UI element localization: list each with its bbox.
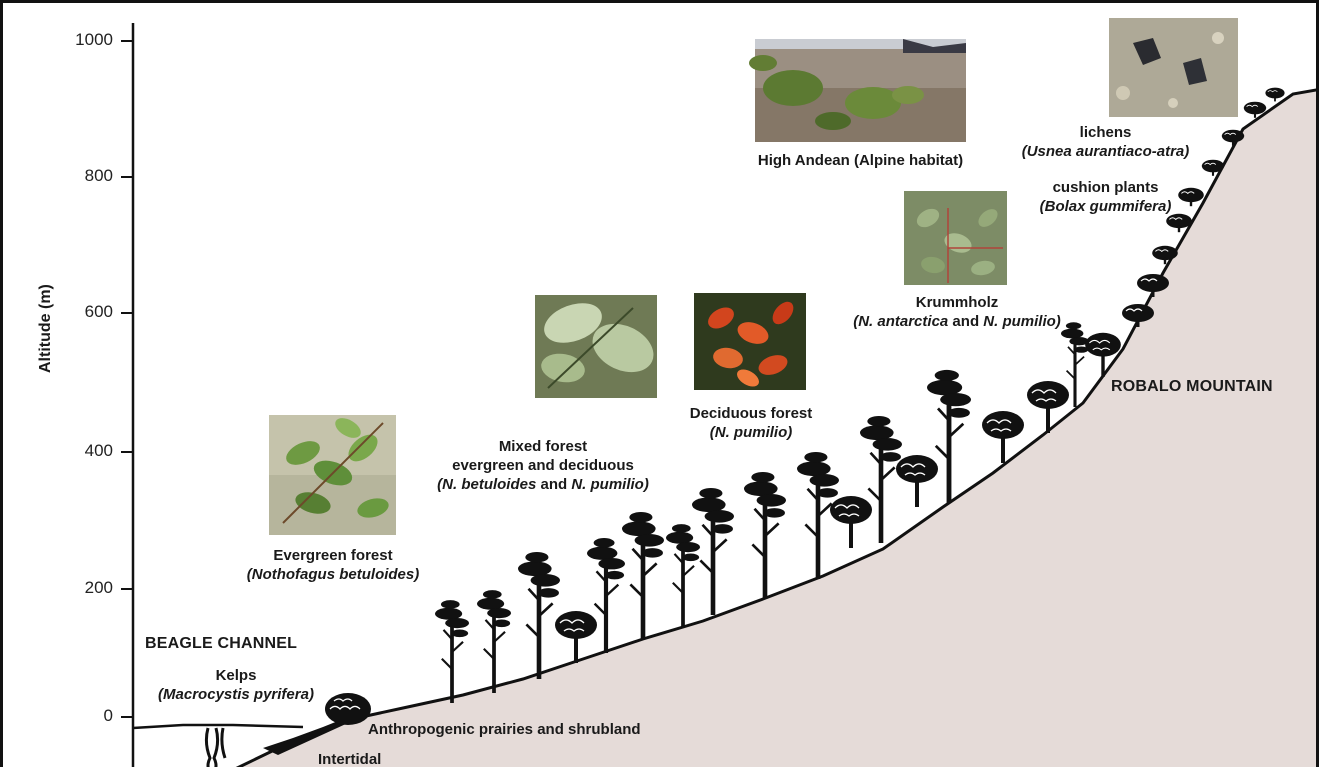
- evergreen-leaf-photo: [269, 414, 396, 535]
- sea-level-line: [133, 725, 303, 728]
- y-tick-800: 800: [53, 166, 113, 186]
- y-axis-ticks: [121, 41, 133, 717]
- deciduous-forest-label: Deciduous forest (N. pumilio): [668, 404, 834, 442]
- y-tick-0: 0: [53, 706, 113, 726]
- cushion-plants-label: cushion plants (Bolax gummifera): [1013, 178, 1198, 216]
- y-tick-400: 400: [53, 441, 113, 461]
- intertidal-label: Intertidal: [318, 750, 381, 767]
- deciduous-leaf-photo: [694, 293, 806, 390]
- robalo-mountain-label: ROBALO MOUNTAIN: [1111, 377, 1273, 396]
- evergreen-forest-label: Evergreen forest (Nothofagus betuloides): [233, 546, 433, 584]
- y-tick-200: 200: [53, 578, 113, 598]
- kelp-silhouette: [206, 728, 225, 767]
- high-andean-label: High Andean (Alpine habitat): [743, 151, 978, 170]
- kelps-label: Kelps (Macrocystis pyrifera): [136, 666, 336, 704]
- krummholz-leaf-photo: [904, 191, 1007, 285]
- mixed-forest-leaf-photo: [535, 295, 661, 398]
- lichens-photo: [1109, 18, 1238, 117]
- y-tick-1000: 1000: [53, 30, 113, 50]
- high-andean-photo: [749, 39, 966, 142]
- mixed-forest-label: Mixed forest evergreen and deciduous (N.…: [398, 437, 688, 494]
- y-tick-600: 600: [53, 302, 113, 322]
- krummholz-label: Krummholz (N. antarctica and N. pumilio): [831, 293, 1083, 331]
- y-axis-label: Altitude (m): [37, 284, 55, 373]
- beagle-channel-label: BEAGLE CHANNEL: [145, 634, 297, 653]
- lichens-label: lichens (Usnea aurantiaco-atra): [993, 123, 1218, 161]
- anthropogenic-label: Anthropogenic prairies and shrubland: [368, 720, 641, 739]
